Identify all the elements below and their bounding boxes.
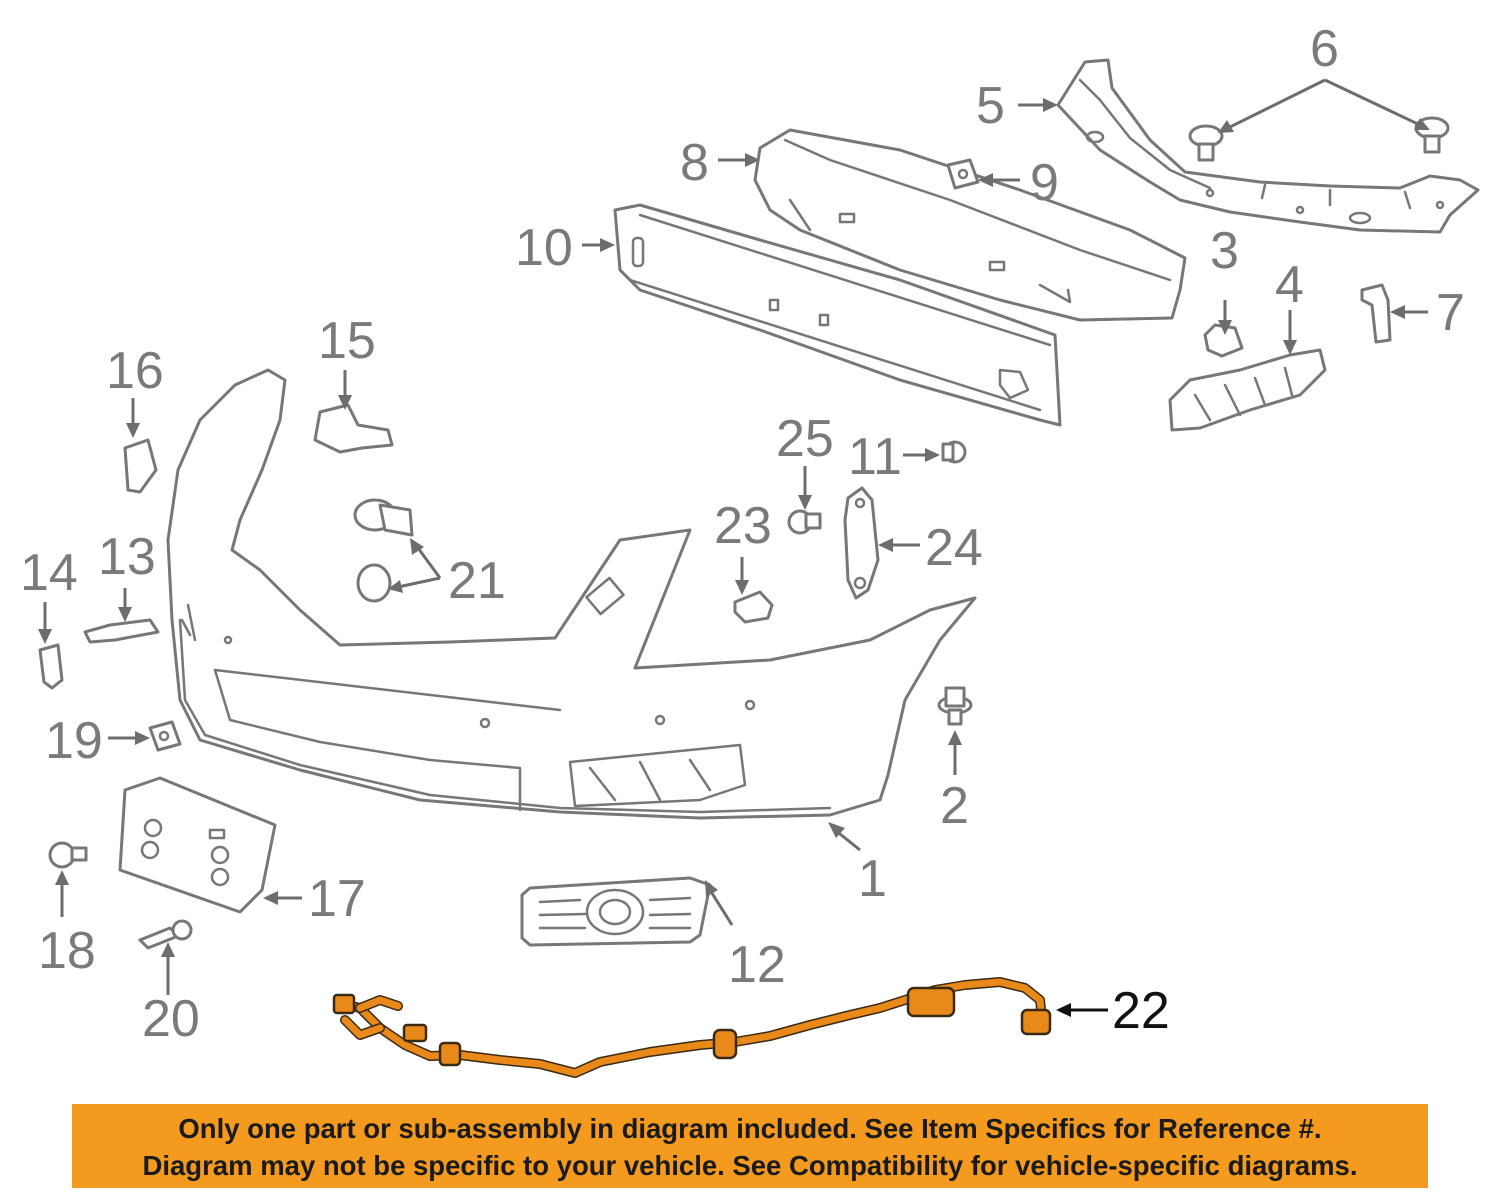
callout-23: 23: [714, 497, 772, 555]
part-11-bolt: [941, 440, 967, 464]
part-23-retainer: [733, 590, 774, 624]
part-12-fog-bezel: [520, 876, 712, 947]
part-3-clip: [1203, 323, 1244, 358]
part-8-energy-absorber: [753, 128, 1187, 322]
callout-3: 3: [1210, 222, 1239, 280]
callout-4: 4: [1275, 256, 1304, 314]
callout-18: 18: [38, 922, 96, 980]
part-15-bracket: [313, 403, 394, 454]
part-22-wiring-harness: [332, 977, 1052, 1078]
callout-8: 8: [680, 134, 709, 192]
callout-17: 17: [308, 870, 366, 928]
callout-24: 24: [925, 519, 983, 577]
callout-2: 2: [940, 777, 969, 835]
callout-10: 10: [515, 219, 573, 277]
callout-11: 11: [848, 428, 902, 486]
part-10-impact-bar: [613, 203, 1062, 427]
part-25-push-pin: [787, 509, 822, 535]
callout-16: 16: [106, 342, 164, 400]
callout-19: 19: [45, 712, 103, 770]
part-2-push-pin: [937, 686, 973, 726]
part-1-bumper-cover: [166, 368, 977, 820]
part-17-license-bracket: [118, 776, 277, 914]
callout-25: 25: [776, 410, 834, 468]
disclaimer-line-2: Diagram may not be specific to your vehi…: [142, 1150, 1358, 1181]
part-7-guide: [1360, 283, 1392, 344]
leader-lines: [38, 78, 1430, 1017]
callout-6: 6: [1310, 20, 1339, 78]
part-14-cap: [38, 643, 64, 690]
callout-5: 5: [976, 77, 1005, 135]
part-20-push-pin: [138, 919, 193, 950]
part-19-nut: [148, 720, 182, 752]
part-16-cap: [123, 438, 158, 494]
part-5-radiator-support: [1056, 58, 1480, 234]
callout-20: 20: [142, 990, 200, 1048]
part-21-parking-sensors: [353, 498, 414, 603]
part-4-bracket: [1168, 348, 1327, 432]
callout-1: 1: [858, 850, 887, 908]
callout-12: 12: [728, 936, 786, 994]
callout-7: 7: [1436, 284, 1465, 342]
callout-14: 14: [20, 544, 78, 602]
part-9-nut: [946, 158, 980, 190]
part-18-screw: [48, 841, 88, 869]
callout-13: 13: [98, 528, 156, 586]
callout-labels: 1 2 3 4 5 6 7 8 9 10 11 12 13 14 15 16 1…: [20, 20, 1465, 1048]
part-24-bracket: [843, 486, 880, 600]
callout-22: 22: [1112, 982, 1170, 1040]
callout-21: 21: [448, 552, 506, 610]
disclaimer-line-1: Only one part or sub-assembly in diagram…: [178, 1113, 1322, 1144]
disclaimer-banner: Only one part or sub-assembly in diagram…: [72, 1104, 1428, 1188]
callout-9: 9: [1030, 154, 1059, 212]
callout-15: 15: [318, 312, 376, 370]
part-13-bulb: [83, 618, 160, 644]
